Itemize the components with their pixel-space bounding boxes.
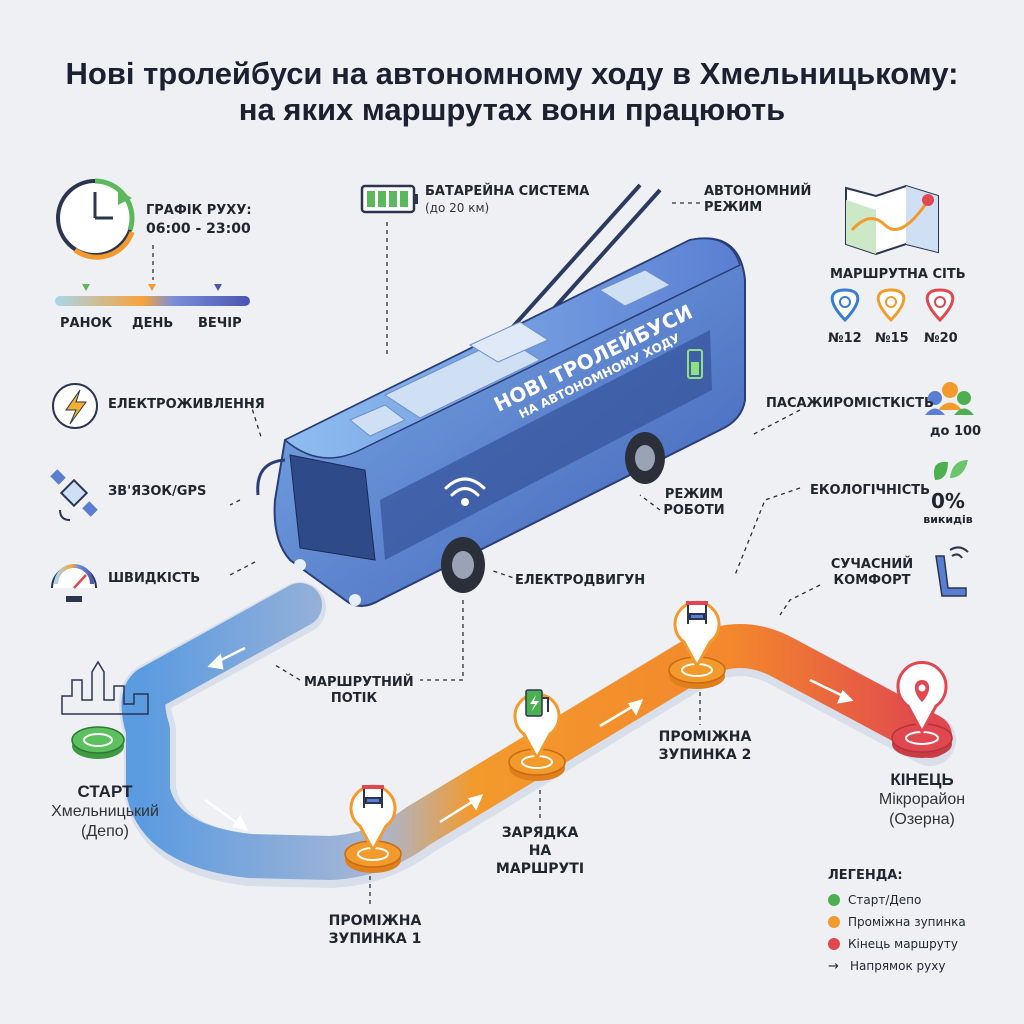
leaf-icon	[933, 460, 968, 480]
eco-percent: 0%	[931, 489, 965, 513]
battery-title: БАТАРЕЙНА СИСТЕМА	[425, 184, 590, 199]
comfort-label: СУЧАСНИЙ КОМФОРТ	[824, 557, 920, 589]
schedule-hours: 06:00 - 23:00	[146, 221, 251, 237]
stop-2-marker	[668, 600, 726, 689]
end-line-2: (Озерна)	[889, 811, 955, 828]
stop-1-line-1: ПРОМІЖНА	[328, 913, 422, 929]
speedometer-icon	[51, 564, 97, 602]
period-evening: ВЕЧІР	[198, 316, 242, 331]
legend: ЛЕГЕНДА: Старт/Депо Проміжна зупинка Кін…	[828, 868, 1008, 977]
start-label: СТАРТ Хмельницький (Депо)	[30, 782, 180, 842]
charge-line-2: НА	[528, 843, 552, 859]
legend-dot-green	[828, 894, 840, 906]
charging-marker	[508, 689, 566, 781]
end-label: КІНЕЦЬ Мікрорайон (Озерна)	[850, 770, 994, 830]
charge-label: ЗАРЯДКА НА МАРШРУТІ	[490, 824, 590, 878]
legend-item-stop: Проміжна зупинка	[828, 911, 1008, 933]
capacity-label: ПАСАЖИРОМІСТКІСТЬ	[766, 396, 934, 411]
legend-item-start: Старт/Депо	[828, 889, 1008, 911]
legend-start-label: Старт/Депо	[848, 893, 922, 907]
legend-direction-label: Напрямок руху	[850, 959, 946, 973]
direction-arrows	[204, 646, 854, 831]
legend-item-direction: → Напрямок руху	[828, 955, 1008, 977]
eco-value: 0% викидів	[922, 490, 974, 528]
lightning-icon	[52, 383, 98, 429]
eco-unit: викидів	[923, 513, 973, 526]
start-line-1: Хмельницький	[51, 803, 159, 820]
flow-line-2: ПОТІК	[330, 691, 378, 706]
flow-line-1: МАРШРУТНИЙ	[304, 675, 414, 690]
stop-1-line-2: ЗУПИНКА 1	[328, 931, 422, 947]
start-line-2: (Депо)	[81, 823, 129, 840]
satellite-icon	[50, 469, 98, 521]
schedule-label: ГРАФІК РУХУ: 06:00 - 23:00	[146, 203, 252, 237]
clock-icon	[56, 178, 135, 260]
autonomous-label: АВТОНОМНИЙ РЕЖИМ	[704, 184, 811, 216]
trolleybus	[256, 183, 746, 607]
legend-dot-red	[828, 938, 840, 950]
battery-icon	[360, 184, 418, 214]
autonomous-line-1: АВТОНОМНИЙ	[704, 184, 812, 199]
arrow-right-icon: →	[828, 958, 839, 974]
legend-end-label: Кінець маршруту	[848, 937, 958, 951]
start-marker	[71, 726, 125, 759]
route-network-label: МАРШРУТНА СІТЬ	[830, 267, 966, 282]
comfort-line-2: КОМФОРТ	[833, 573, 911, 588]
eco-label: ЕКОЛОГІЧНІСТЬ	[810, 483, 931, 498]
stop-2-line-2: ЗУПИНКА 2	[658, 747, 752, 763]
period-day: ДЕНЬ	[132, 316, 174, 331]
stop-1-label: ПРОМІЖНА ЗУПИНКА 1	[320, 912, 430, 948]
charge-line-3: МАРШРУТІ	[495, 861, 585, 877]
flow-label: МАРШРУТНИЙ ПОТІК	[304, 675, 414, 707]
title-line-1: Нові тролейбуси на автономному ходу в Хм…	[65, 56, 959, 91]
schedule-title: ГРАФІК РУХУ:	[146, 203, 252, 218]
mode-line-1: РЕЖИМ	[664, 487, 724, 502]
end-marker	[891, 661, 953, 758]
route-pins	[830, 288, 955, 323]
stop-1-marker	[344, 784, 402, 873]
capacity-value: до 100	[930, 424, 982, 439]
speed-label: ШВИДКІСТЬ	[108, 571, 201, 586]
bus-stop-icon	[686, 601, 708, 624]
end-line-1: Мікрорайон	[878, 791, 966, 808]
title-line-2: на яких маршрутах вони працюють	[238, 92, 786, 127]
bus-battery-icon	[687, 349, 703, 379]
gps-label: ЗВ'ЯЗОК/GPS	[108, 484, 207, 499]
period-morning: РАНОК	[60, 316, 113, 331]
route-road	[119, 582, 956, 888]
route-15: №15	[875, 331, 909, 346]
legend-stop-label: Проміжна зупинка	[848, 915, 966, 929]
legend-item-end: Кінець маршруту	[828, 933, 1008, 955]
mode-line-2: РОБОТИ	[663, 503, 725, 518]
page-title: Нові тролейбуси на автономному ходу в Хм…	[0, 56, 1024, 128]
bus-stop-icon	[362, 785, 384, 808]
battery-label: БАТАРЕЙНА СИСТЕМА (до 20 км)	[425, 184, 589, 216]
charge-line-1: ЗАРЯДКА	[501, 825, 579, 841]
mode-label: РЕЖИМ РОБОТИ	[654, 487, 734, 519]
passengers-icon	[925, 382, 974, 415]
city-skyline-icon	[61, 660, 149, 715]
charging-station-icon	[525, 689, 549, 717]
legend-dot-orange	[828, 916, 840, 928]
power-label: ЕЛЕКТРОЖИВЛЕННЯ	[108, 397, 265, 412]
battery-range: (до 20 км)	[425, 201, 490, 215]
autonomous-line-2: РЕЖИМ	[704, 200, 763, 215]
leader-lines	[152, 202, 821, 905]
schedule-timeline	[55, 284, 250, 306]
start-title: СТАРТ	[77, 782, 133, 801]
stop-2-label: ПРОМІЖНА ЗУПИНКА 2	[650, 728, 760, 764]
wifi-icon	[444, 477, 486, 506]
route-12: №12	[828, 331, 862, 346]
stop-2-line-1: ПРОМІЖНА	[658, 729, 752, 745]
legend-title: ЛЕГЕНДА:	[828, 868, 903, 883]
map-icon	[845, 184, 939, 256]
comfort-line-1: СУЧАСНИЙ	[830, 557, 914, 572]
route-20: №20	[924, 331, 958, 346]
seat-icon	[935, 546, 969, 597]
motor-label: ЕЛЕКТРОДВИГУН	[515, 573, 646, 588]
end-title: КІНЕЦЬ	[890, 770, 954, 789]
